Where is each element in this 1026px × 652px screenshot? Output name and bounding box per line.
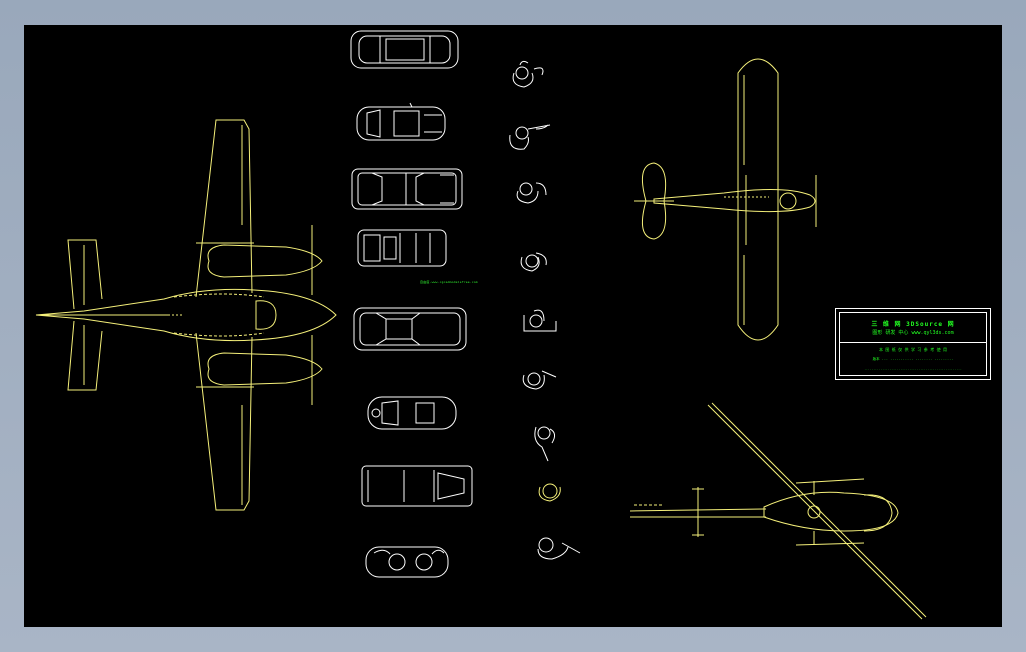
drawing-canvas[interactable]: 自由度·www.cgcadmodelsfree.com 三 维 网 3DSour…: [24, 25, 1002, 627]
figures-column: [509, 60, 581, 560]
title-block-line5: ........................................…: [864, 367, 962, 371]
figure-1: [512, 60, 544, 88]
tiny-watermark-label: 自由度·www.cgcadmodelsfree.com: [420, 280, 478, 284]
car-4: [357, 229, 447, 267]
figure-4: [520, 252, 547, 272]
high-wing-aircraft: [634, 58, 817, 341]
title-block: 三 维 网 3DSource 网 图形 研发 中心 www.qyl3ds.com…: [835, 308, 991, 380]
twin-engine-aircraft: [35, 119, 337, 511]
title-block-line1: 三 维 网 3DSource 网: [871, 321, 955, 328]
cars-column: [350, 30, 473, 578]
figure-2: [509, 124, 551, 150]
figure-9: [537, 537, 581, 560]
title-block-line2: 图形 研发 中心 www.qyl3ds.com: [872, 330, 954, 336]
car-5: [353, 307, 467, 351]
car-6: [367, 396, 457, 430]
car-1: [350, 30, 459, 69]
car-7: [361, 465, 473, 507]
title-block-divider: [840, 342, 986, 343]
figure-6: [522, 370, 557, 390]
figure-5: [523, 309, 557, 332]
title-block-inner: 三 维 网 3DSource 网 图形 研发 中心 www.qyl3ds.com…: [839, 312, 987, 376]
car-3: [351, 168, 463, 210]
figure-8: [538, 483, 561, 502]
figure-3: [516, 182, 547, 204]
car-2: [356, 102, 446, 141]
helicopter: [629, 402, 927, 620]
figure-7: [534, 426, 556, 462]
title-block-line3: 本 图 纸 仅 供 学 习 参 考 使 用: [878, 347, 948, 352]
title-block-line4: 版本 ... ........... ........ .........: [872, 357, 954, 361]
cad-drawing: [35, 30, 927, 620]
car-8: [365, 546, 449, 578]
